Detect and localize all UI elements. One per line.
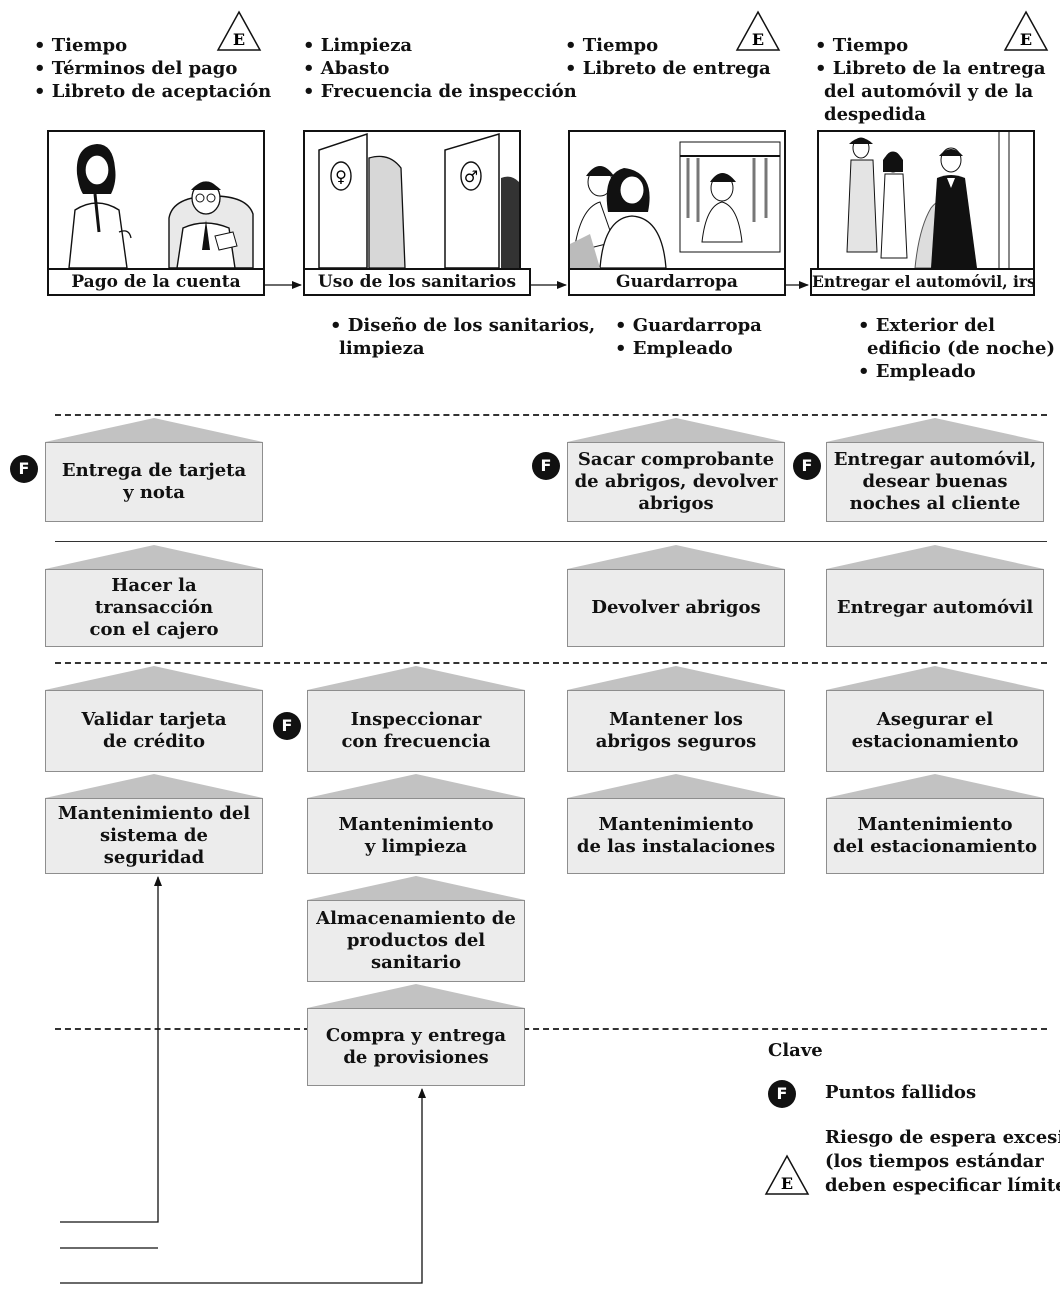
excessive-wait-icon: E	[764, 1154, 810, 1195]
stage-2-physical-evidence: • Diseño de los sanitarios, limpieza	[330, 315, 596, 359]
box-roof	[45, 666, 263, 690]
illustration-bill-payment	[47, 130, 265, 270]
illustration-cloakroom	[568, 130, 786, 270]
box-roof	[826, 774, 1044, 798]
box-roof	[826, 666, 1044, 690]
box-roof	[567, 774, 785, 798]
support-link	[60, 876, 162, 1223]
failure-point-icon: F	[273, 712, 301, 740]
legend-wait-label: Riesgo de espera excesiva (los tiempos e…	[825, 1127, 1060, 1196]
line-of-internal-interaction	[55, 662, 1047, 664]
box-roof	[307, 774, 525, 798]
excessive-wait-icon: E	[216, 10, 262, 51]
legend-title: Clave	[768, 1040, 823, 1061]
legend: Clave F Puntos fallidos E Riesgo de espe…	[764, 1040, 1060, 1290]
box-roof	[307, 876, 525, 900]
stage-4-physical-evidence: • Exterior del edificio (de noche) • Emp…	[858, 315, 1055, 382]
e-symbol: E	[233, 30, 245, 49]
box-roof	[45, 418, 263, 442]
backstage-action-car: Entregar automóvil	[826, 569, 1044, 647]
box-roof	[45, 774, 263, 798]
failure-point-icon: F	[10, 455, 38, 483]
stage-3-notes: • Tiempo • Libreto de entrega	[565, 35, 771, 79]
stage-caption: Entregar el automóvil, irse	[810, 268, 1035, 296]
line-of-interaction	[55, 414, 1047, 416]
stage-4-notes: • Tiempo • Libreto de la entrega del aut…	[815, 35, 1046, 125]
svg-text:♂: ♂	[464, 167, 478, 186]
box-roof	[567, 666, 785, 690]
excessive-wait-icon: E	[1003, 10, 1049, 51]
stage-2-notes: • Limpieza • Abasto • Frecuencia de insp…	[303, 35, 577, 102]
stage-caption: Pago de la cuenta	[47, 268, 265, 296]
failure-point-icon: F	[793, 452, 821, 480]
excessive-wait-icon: E	[735, 10, 781, 51]
box-roof	[45, 545, 263, 569]
box-roof	[307, 666, 525, 690]
line-of-implementation	[55, 1028, 1047, 1030]
failure-point-icon: F	[532, 452, 560, 480]
illustration-restrooms: ♀ ♂	[303, 130, 521, 270]
box-roof	[826, 545, 1044, 569]
support-link	[60, 1088, 426, 1284]
backstage-action-coats: Devolver abrigos	[567, 569, 785, 647]
failure-point-icon: F	[768, 1080, 796, 1108]
stage-3-physical-evidence: • Guardarropa • Empleado	[615, 315, 762, 359]
e-symbol: E	[752, 30, 764, 49]
stage-caption: Uso de los sanitarios	[303, 268, 531, 296]
stage-caption: Guardarropa	[568, 268, 786, 296]
box-roof	[567, 418, 785, 442]
svg-text:♀: ♀	[335, 167, 347, 186]
e-symbol: E	[1020, 30, 1032, 49]
legend-failure-label: Puntos fallidos	[825, 1082, 977, 1103]
line-of-visibility	[55, 541, 1047, 542]
box-roof	[826, 418, 1044, 442]
e-symbol: E	[781, 1174, 793, 1193]
stage-1-notes: • Tiempo • Términos del pago • Libreto d…	[34, 35, 272, 102]
box-roof	[307, 984, 525, 1008]
box-roof	[567, 545, 785, 569]
